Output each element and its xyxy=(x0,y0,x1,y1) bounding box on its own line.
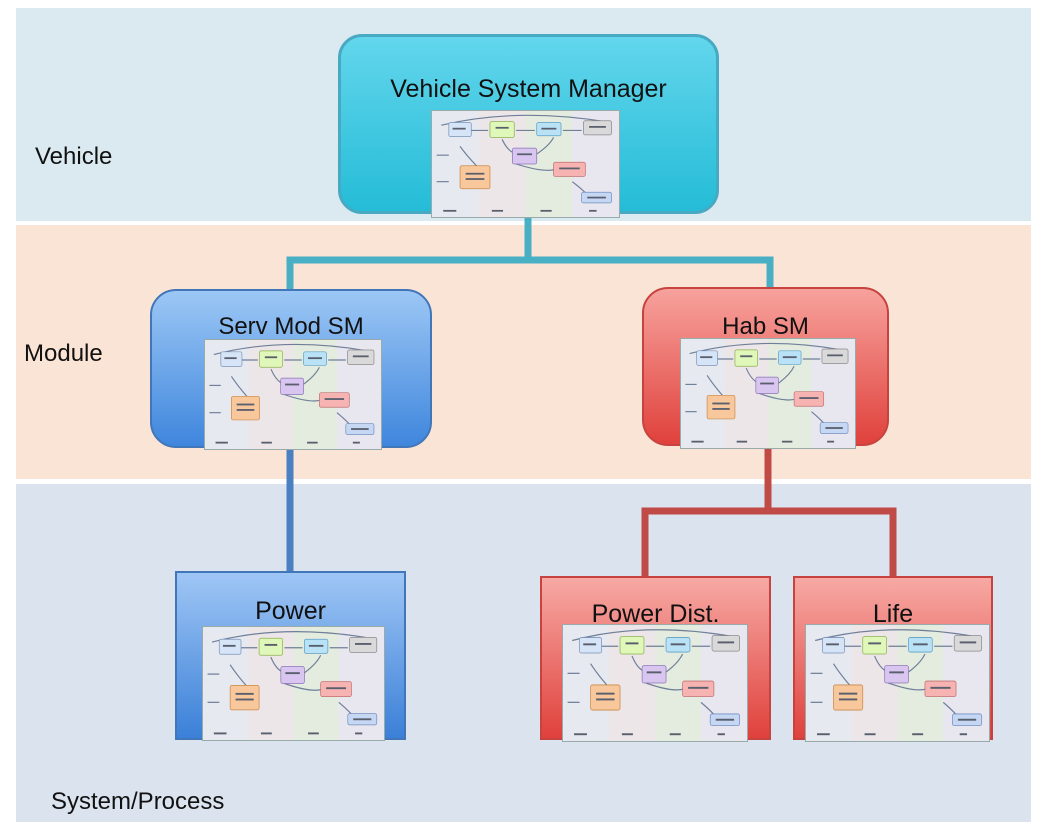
node-title: Life xyxy=(872,600,914,628)
node-title: Power Dist. xyxy=(591,600,720,628)
module-band-label: Module xyxy=(24,340,103,367)
serv-mod-sm-node[interactable]: Serv Mod SM xyxy=(150,289,432,450)
state-machine-diagram-thumbnail xyxy=(562,624,748,742)
vehicle-system-manager-node[interactable]: Vehicle System Manager xyxy=(338,34,719,218)
vehicle-band-label: Vehicle xyxy=(35,143,113,170)
node-title: Vehicle System Manager xyxy=(390,75,667,103)
power-node[interactable]: Power xyxy=(175,571,406,741)
state-machine-diagram-thumbnail xyxy=(204,339,382,450)
hab-sm-node[interactable]: Hab SM xyxy=(642,287,889,449)
teal-connector xyxy=(286,211,774,293)
state-machine-diagram-thumbnail xyxy=(202,626,385,741)
node-title: Hab SM xyxy=(722,313,809,340)
power-dist-node[interactable]: Power Dist. xyxy=(540,576,771,742)
life-node[interactable]: Life xyxy=(793,576,993,742)
system-band-label: System/Process xyxy=(51,788,225,815)
state-machine-diagram-thumbnail xyxy=(431,110,620,218)
node-title: Serv Mod SM xyxy=(218,313,364,340)
red-connector xyxy=(641,442,897,580)
state-machine-diagram-thumbnail xyxy=(805,624,990,742)
node-title: Power xyxy=(255,597,326,625)
state-machine-diagram-thumbnail xyxy=(680,338,856,449)
